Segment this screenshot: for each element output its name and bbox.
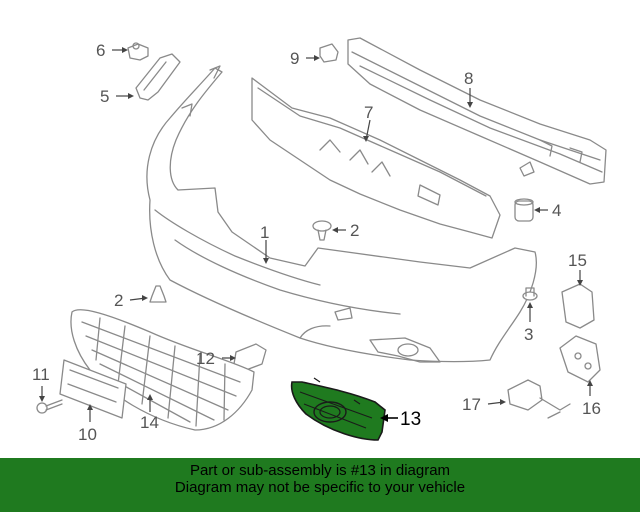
clip-4 <box>514 198 534 222</box>
banner-line-1: Part or sub-assembly is #13 in diagram <box>189 462 451 479</box>
lower-grille-14 <box>70 309 255 431</box>
fog-bezel-13-highlighted <box>290 377 386 441</box>
clip-2-left <box>149 285 167 303</box>
clip-6 <box>127 42 149 61</box>
bracket-5 <box>135 53 181 101</box>
part-info-banner: Part or sub-assembly is #13 in diagram D… <box>0 458 640 512</box>
callout-8: 8 <box>464 69 473 88</box>
banner-line-2: Diagram may not be specific to your vehi… <box>174 479 466 496</box>
callout-10: 10 <box>78 425 97 444</box>
bracket-15 <box>561 283 595 329</box>
license-bracket-10 <box>59 359 127 419</box>
clip-3 <box>522 287 538 301</box>
callout-4: 4 <box>552 201 561 220</box>
callout-16: 16 <box>582 399 601 418</box>
callout-6: 6 <box>96 41 105 60</box>
callout-1: 1 <box>260 223 269 242</box>
bracket-16 <box>559 335 601 383</box>
callout-11: 11 <box>32 365 50 384</box>
parts-diagram: 6 5 9 8 7 4 2 1 2 3 15 16 17 12 14 10 11… <box>32 37 607 444</box>
callout-9: 9 <box>290 49 299 68</box>
leader-lines <box>39 47 593 422</box>
callout-3: 3 <box>524 325 533 344</box>
clip-9 <box>319 43 339 63</box>
callout-15: 15 <box>568 251 587 270</box>
callout-2-upper: 2 <box>350 221 359 240</box>
bolt-11 <box>36 399 63 414</box>
callout-7: 7 <box>364 103 373 122</box>
sensor-17 <box>507 379 571 419</box>
callout-12: 12 <box>196 349 215 368</box>
callout-5: 5 <box>100 87 109 106</box>
callout-14: 14 <box>140 413 159 432</box>
reinforcement-bar <box>347 37 607 185</box>
callout-17: 17 <box>462 395 481 414</box>
clip-2-upper <box>312 220 332 241</box>
callout-13-highlighted: 13 <box>400 409 421 430</box>
callout-2-left: 2 <box>114 291 123 310</box>
